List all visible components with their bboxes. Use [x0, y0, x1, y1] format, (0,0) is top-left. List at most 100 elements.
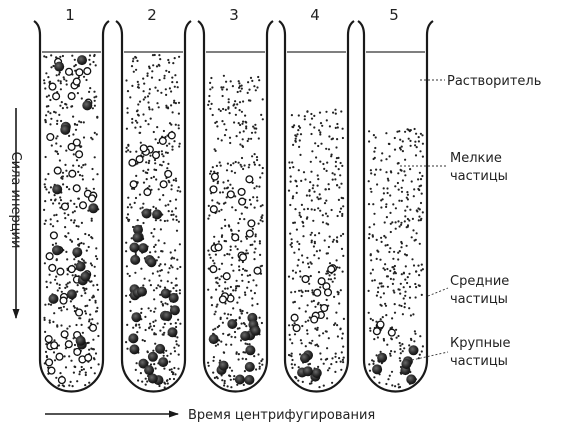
- fine-particle: [93, 156, 96, 159]
- fine-particle: [379, 168, 382, 171]
- fine-particle: [96, 306, 99, 309]
- fine-particle: [167, 162, 170, 165]
- fine-particle: [417, 140, 420, 143]
- fine-particle: [327, 278, 330, 281]
- fine-particle: [290, 355, 293, 358]
- fine-particle: [386, 343, 389, 346]
- fine-particle: [312, 184, 315, 187]
- fine-particle: [57, 384, 60, 387]
- fine-particle: [143, 339, 146, 343]
- fine-particle: [170, 184, 173, 187]
- medium-particle: [64, 340, 73, 349]
- fine-particle: [390, 350, 393, 353]
- fine-particle: [143, 82, 146, 85]
- fine-particle: [310, 112, 313, 116]
- fine-particle: [308, 194, 311, 197]
- fine-particle: [223, 312, 226, 315]
- fine-particle: [294, 137, 297, 140]
- fine-particle: [212, 359, 215, 362]
- fine-particle: [89, 262, 92, 265]
- fine-particle: [340, 110, 343, 113]
- fine-particle: [80, 97, 83, 100]
- fine-particle: [227, 334, 230, 337]
- fine-particle: [408, 344, 411, 347]
- fine-particle: [310, 199, 313, 202]
- fine-particle: [241, 144, 244, 147]
- fine-particle: [369, 272, 372, 275]
- fine-particle: [334, 352, 337, 355]
- fine-particle: [142, 98, 145, 101]
- fine-particle: [135, 68, 138, 71]
- fine-particle: [70, 219, 73, 222]
- fine-particle: [56, 119, 59, 122]
- time-label: Время центрифугирования: [188, 408, 375, 423]
- fine-particle: [216, 276, 219, 279]
- fine-particle: [399, 292, 402, 295]
- fine-particle: [235, 287, 238, 290]
- fine-particle: [391, 282, 394, 285]
- fine-particle: [91, 167, 94, 171]
- fine-particle: [156, 141, 160, 145]
- fine-particle: [255, 284, 258, 287]
- fine-particle: [216, 303, 219, 306]
- fine-particle: [235, 351, 238, 354]
- fine-particle: [243, 218, 246, 221]
- fine-particle: [309, 181, 312, 184]
- fine-particle: [379, 350, 382, 353]
- fine-particle: [302, 171, 306, 174]
- fine-particle: [253, 85, 256, 88]
- fine-particle: [397, 251, 400, 254]
- fine-particle: [167, 210, 170, 213]
- fine-particle: [60, 324, 63, 327]
- fine-particle: [227, 101, 230, 104]
- fine-particle: [225, 88, 228, 91]
- fine-particle: [155, 178, 158, 181]
- medium-particle: [320, 303, 329, 313]
- fine-particle: [414, 154, 418, 157]
- fine-particle: [237, 353, 240, 356]
- fine-particle: [164, 204, 167, 207]
- fine-particle: [335, 239, 338, 242]
- fine-particle: [323, 239, 326, 242]
- fine-particle: [142, 113, 145, 116]
- fine-particle: [56, 220, 59, 223]
- fine-particle: [238, 296, 241, 299]
- fine-particle: [256, 86, 259, 89]
- fine-particle: [398, 225, 401, 228]
- fine-particle: [321, 221, 325, 224]
- fine-particle: [129, 300, 132, 303]
- fine-particle: [371, 279, 374, 282]
- fine-particle: [334, 108, 337, 111]
- fine-particle: [160, 269, 163, 272]
- fine-particle: [311, 187, 314, 190]
- medium-particle: [60, 202, 70, 211]
- tube-outline: [357, 20, 434, 393]
- fine-particle: [389, 230, 392, 234]
- fine-particle: [154, 319, 157, 322]
- fine-particle: [219, 359, 222, 362]
- fine-particle: [369, 329, 372, 332]
- fine-particle: [320, 358, 323, 361]
- fine-particle: [389, 354, 392, 357]
- fine-particle: [60, 309, 63, 312]
- fine-particle: [172, 287, 175, 290]
- fine-particle: [59, 145, 62, 148]
- fine-particle: [419, 219, 422, 222]
- fine-particle: [63, 355, 66, 358]
- fine-particle: [250, 289, 253, 292]
- fine-particle: [78, 174, 82, 177]
- fine-particle: [404, 265, 407, 268]
- fine-particle: [82, 368, 85, 371]
- fine-particle: [327, 245, 330, 249]
- medium-particle: [83, 67, 92, 76]
- fine-particle: [52, 202, 55, 205]
- fine-particle: [389, 352, 392, 355]
- fine-particle: [130, 206, 133, 209]
- fine-particle: [73, 58, 76, 61]
- fine-particle: [261, 172, 264, 175]
- fine-particle: [65, 169, 68, 172]
- fine-particle: [129, 96, 132, 99]
- fine-particle: [67, 232, 70, 235]
- fine-particle: [163, 386, 166, 389]
- fine-particle: [167, 179, 170, 182]
